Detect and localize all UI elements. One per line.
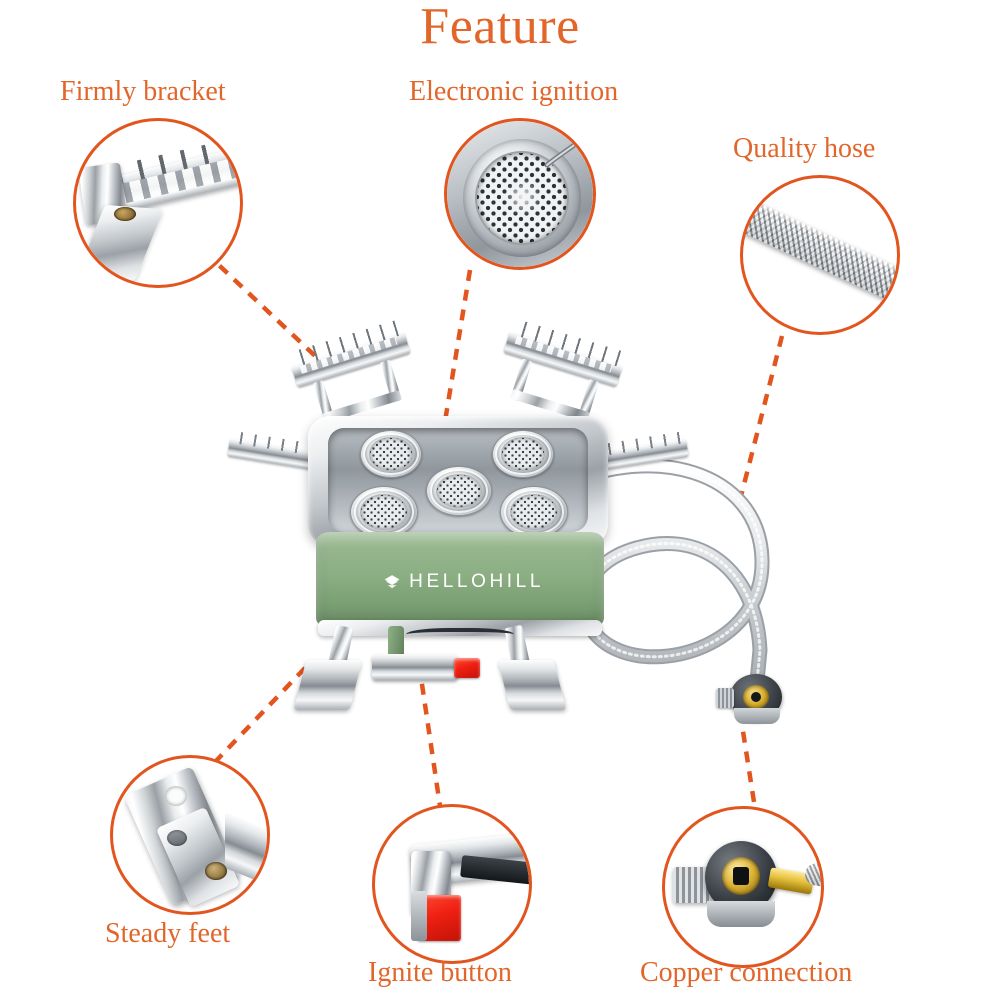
ignition-wire [406,628,514,644]
ignition-lever [372,654,458,680]
callout-inset-electronic-ignition[interactable] [444,118,596,270]
burner-head-top-left [360,430,422,478]
burner-head-center [426,466,492,516]
regulator-port-center [751,692,761,702]
callout-inset-copper-connection[interactable] [662,806,824,968]
inset-image-ignite-button [375,807,529,961]
stove-body: HELLOHILL [316,532,604,628]
brand-name: HELLOHILL [409,571,544,592]
braided-hose-segment [743,195,897,311]
burner-head-top-right [492,430,554,478]
callout-inset-quality-hose[interactable] [740,175,900,335]
regulator-knob[interactable] [716,688,734,708]
callout-inset-firmly-bracket[interactable] [73,118,243,288]
callout-label-ignite-button: Ignite button [368,957,512,988]
product-illustration: HELLOHILL [200,319,820,724]
callout-label-quality-hose: Quality hose [733,133,876,164]
page-title: Feature [420,0,580,55]
regulator-base-closeup [707,901,775,927]
gas-hose [544,458,770,700]
inset-image-copper-connection [665,809,821,965]
callout-label-firmly-bracket: Firmly bracket [60,76,226,107]
inset-image-quality-hose [743,178,897,332]
inset-image-steady-feet [113,758,267,912]
inset-image-electronic-ignition [447,121,593,267]
callout-label-electronic-ignition: Electronic ignition [409,76,619,107]
regulator-valve [716,672,802,730]
burner-head-bottom-right [500,486,568,538]
regulator-base [734,708,780,724]
regulator-knob-closeup[interactable] [673,867,711,903]
brand-logo: HELLOHILL [384,568,544,596]
callout-label-copper-connection: Copper connection [640,957,853,988]
callout-inset-ignite-button[interactable] [372,804,532,964]
diamond-logo-icon [384,575,400,589]
callout-inset-steady-feet[interactable] [110,755,270,915]
ignition-electrode-icon [544,132,590,168]
ignition-stem [388,626,404,660]
inset-image-firmly-bracket [76,121,240,285]
burner-head-bottom-left [350,486,418,538]
ignite-button-red[interactable] [454,658,480,678]
ignition-assembly [360,624,514,686]
callout-label-steady-feet: Steady feet [105,918,231,949]
